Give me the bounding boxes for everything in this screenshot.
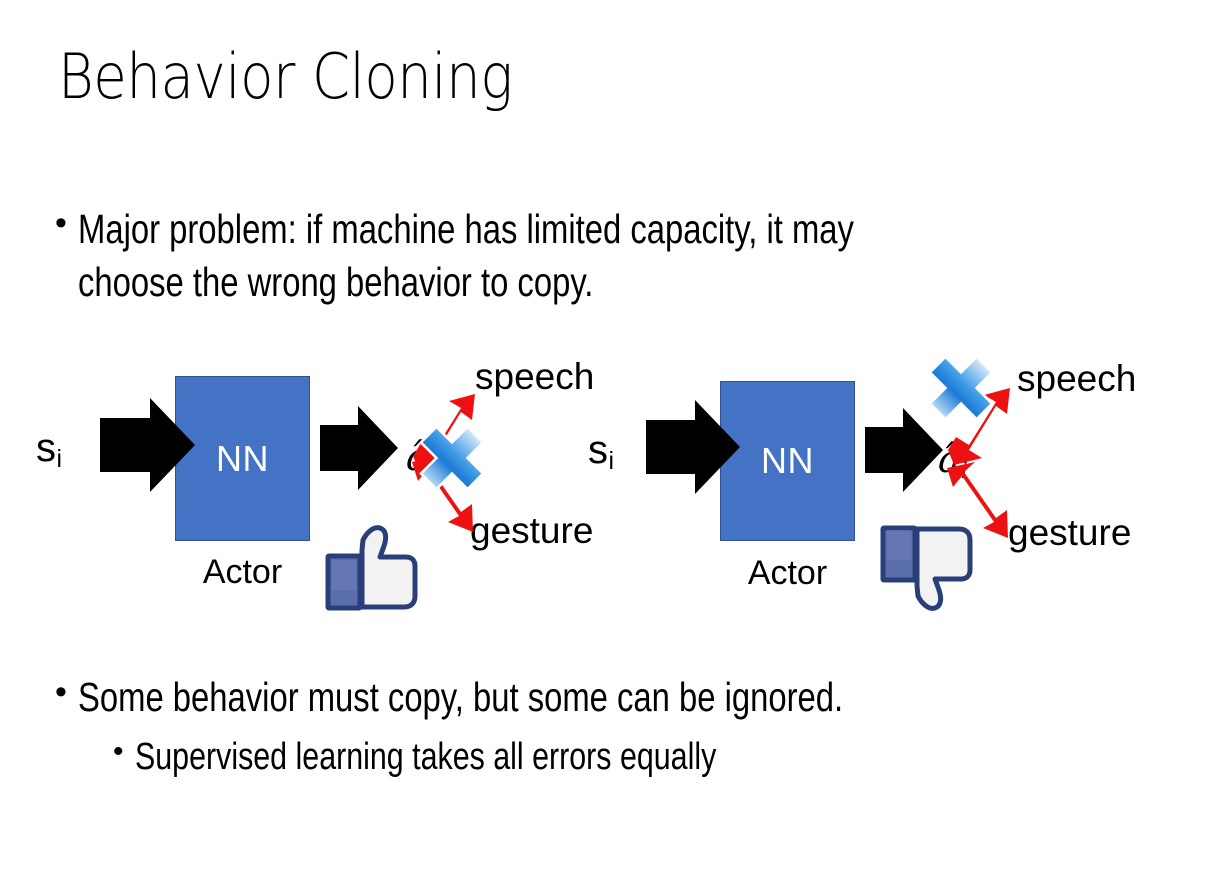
bullet-supervised-learning: • Supervised learning takes all errors e… bbox=[113, 734, 1173, 782]
output-action-label-left: âi bbox=[406, 435, 436, 483]
output-arrow-right bbox=[865, 408, 943, 492]
bullet-some-behavior: • Some behavior must copy, but some can … bbox=[55, 672, 1165, 723]
page-title: Behavior Cloning bbox=[58, 40, 513, 113]
output-action-label-right: âi bbox=[938, 437, 968, 485]
diagram-actor-wrong: si NN Actor âi speech gesture bbox=[570, 340, 1200, 630]
thumbs-down-icon bbox=[880, 525, 973, 611]
actor-caption-left: Actor bbox=[202, 553, 283, 591]
bullet-marker: • bbox=[113, 735, 124, 768]
actor-caption-right: Actor bbox=[747, 554, 828, 592]
cross-marker-right bbox=[928, 355, 994, 421]
bullet-text-major-problem: Major problem: if machine has limited ca… bbox=[77, 206, 854, 305]
bullet-major-problem: • Major problem: if machine has limited … bbox=[55, 203, 1125, 309]
branch-label-gesture-left: gesture bbox=[470, 510, 594, 551]
input-state-label-right: si bbox=[588, 428, 614, 476]
bullet-marker: • bbox=[55, 204, 67, 242]
branch-label-gesture-right: gesture bbox=[1008, 512, 1132, 553]
branch-label-speech-left: speech bbox=[475, 356, 595, 397]
branch-label-speech-right: speech bbox=[1017, 358, 1137, 399]
output-arrow-left bbox=[320, 406, 398, 490]
input-state-label-left: si bbox=[36, 426, 62, 474]
nn-box-label-right: NN bbox=[761, 440, 814, 481]
bullet-marker: • bbox=[55, 673, 67, 711]
thumbs-up-icon bbox=[325, 525, 418, 611]
diagram-actor-correct: si NN Actor âi speech gesture bbox=[20, 340, 620, 630]
nn-box-label-left: NN bbox=[216, 437, 269, 479]
bullet-text-supervised-learning: Supervised learning takes all errors equ… bbox=[134, 736, 716, 778]
nn-box-left: NN bbox=[175, 376, 310, 541]
nn-box-right: NN bbox=[720, 381, 855, 541]
bullet-text-some-behavior: Some behavior must copy, but some can be… bbox=[77, 674, 844, 720]
